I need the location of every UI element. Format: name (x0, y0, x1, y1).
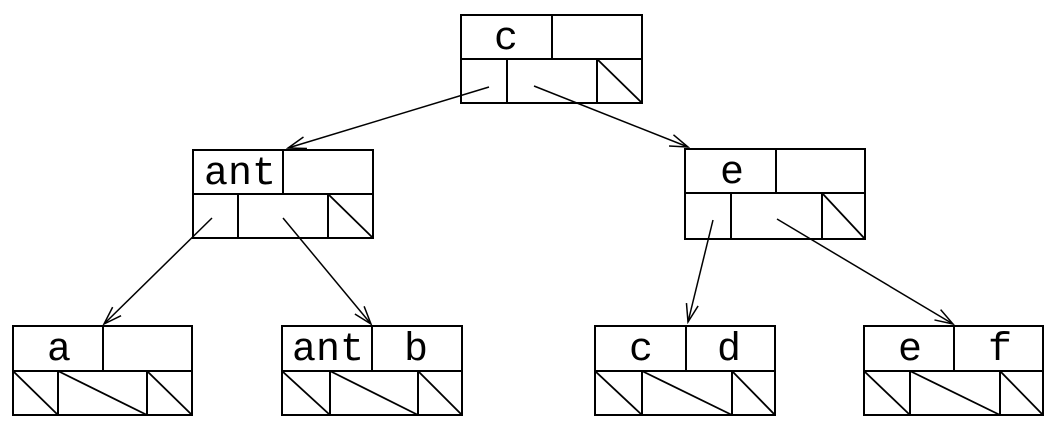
node-leaf-c-d: c d (594, 325, 776, 416)
arrow-root-to-e (533, 85, 688, 147)
node-leaf-a: a (12, 325, 193, 416)
node-key: b (404, 328, 428, 373)
node-ant: ant (192, 149, 374, 239)
node-leaf-e-f: e f (863, 325, 1044, 416)
node-key: e (720, 151, 744, 196)
node-key: e (898, 328, 922, 373)
node-key: f (988, 328, 1012, 373)
node-key: ant (292, 328, 364, 373)
null-pointer-slash (909, 370, 1001, 416)
arrow-e-to-leaf-e-f (776, 218, 953, 324)
node-key: a (47, 328, 71, 373)
null-pointer-slash (12, 370, 59, 416)
node-root: c (460, 14, 643, 104)
arrow-ant-to-leaf-a (104, 217, 213, 324)
arrow-e-to-leaf-c-d (688, 219, 714, 322)
node-key: d (717, 328, 741, 373)
child-pointer-arrows (104, 85, 953, 324)
arrow-root-to-ant (288, 86, 490, 148)
null-pointer-slash (281, 370, 331, 416)
null-pointer-slash (146, 370, 193, 416)
node-key: c (629, 328, 653, 373)
null-pointer-slash (641, 370, 733, 416)
node-leaf-ant-b: ant b (281, 325, 463, 416)
null-pointer-slash (417, 370, 463, 416)
null-pointer-slash (863, 370, 911, 416)
null-pointer-slash (821, 192, 866, 240)
node-key: ant (204, 152, 276, 197)
node-e: e (684, 148, 866, 240)
node-key: c (494, 17, 518, 62)
null-pointer-slash (999, 370, 1044, 416)
null-pointer-slash (594, 370, 643, 416)
null-pointer-slash (327, 193, 374, 239)
null-pointer-slash (57, 370, 148, 416)
arrow-ant-to-leaf-ant-b (282, 217, 371, 324)
null-pointer-slash (731, 370, 776, 416)
null-pointer-slash (329, 370, 419, 416)
null-pointer-slash (596, 58, 643, 104)
